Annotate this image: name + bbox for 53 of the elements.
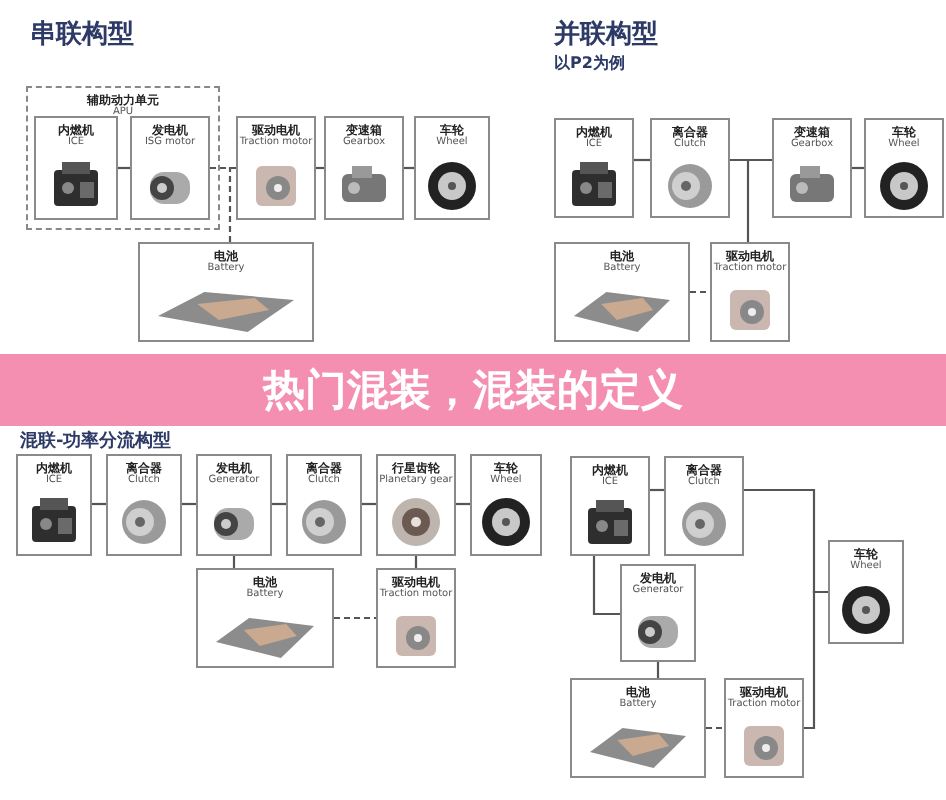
connector-line xyxy=(656,662,660,678)
section-heading: 混联-功率分流构型 xyxy=(20,428,172,454)
component-box xyxy=(470,454,542,556)
component-box xyxy=(570,456,650,556)
component-box xyxy=(772,118,852,218)
connector-line xyxy=(456,502,470,506)
connector-line xyxy=(852,166,864,170)
component-box xyxy=(286,454,362,556)
component-box xyxy=(864,118,944,218)
component-box xyxy=(196,568,334,668)
connector-line xyxy=(414,556,418,568)
connector-line xyxy=(182,502,196,506)
connector-line xyxy=(404,166,414,170)
component-box xyxy=(34,116,118,220)
connector-line xyxy=(232,556,236,568)
unit-group-box xyxy=(26,86,220,230)
component-box xyxy=(650,118,730,218)
connector-line xyxy=(118,166,130,170)
component-box xyxy=(724,678,804,778)
component-box xyxy=(570,678,706,778)
component-box xyxy=(16,454,92,556)
connector-line xyxy=(228,166,236,242)
section-heading: 串联构型 xyxy=(30,18,134,52)
connector-line xyxy=(210,166,236,170)
component-box xyxy=(554,242,690,342)
component-box xyxy=(196,454,272,556)
section-subheading: 以P2为例 xyxy=(554,52,625,74)
connector-line xyxy=(334,616,376,620)
component-box xyxy=(106,454,182,556)
connector-line xyxy=(92,502,106,506)
connector-line xyxy=(634,158,650,162)
connector-line xyxy=(272,502,286,506)
section-heading: 并联构型 xyxy=(554,17,658,52)
connector-line xyxy=(706,726,724,730)
component-box xyxy=(710,242,790,342)
component-box xyxy=(376,568,456,668)
connector-line xyxy=(362,502,376,506)
connector-line xyxy=(592,556,620,616)
component-box xyxy=(554,118,634,218)
component-box xyxy=(414,116,490,220)
connector-line xyxy=(804,590,828,730)
connector-line xyxy=(650,488,664,492)
component-box xyxy=(236,116,316,220)
component-box xyxy=(664,456,744,556)
component-box xyxy=(620,564,696,662)
component-box xyxy=(138,242,314,342)
connector-line xyxy=(690,290,710,294)
connector-line xyxy=(746,158,772,242)
component-box xyxy=(828,540,904,644)
component-box xyxy=(376,454,456,556)
component-box xyxy=(130,116,210,220)
component-box xyxy=(324,116,404,220)
title-banner: 热门混装，混装的定义 xyxy=(0,354,946,426)
